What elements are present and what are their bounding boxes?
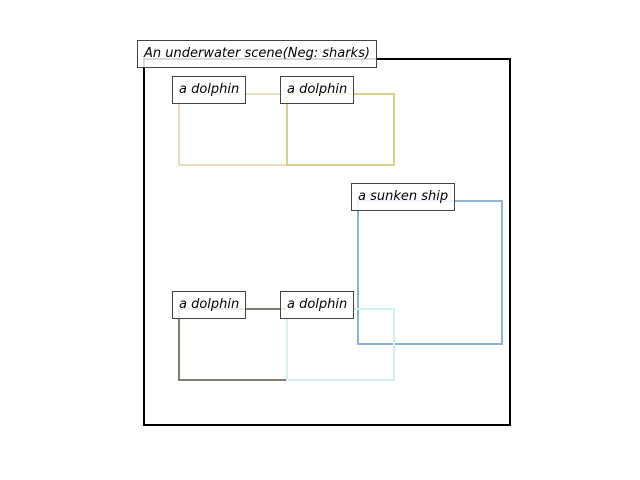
object-label-dolphin-1: a dolphin [172, 76, 247, 104]
object-box-sunken-ship [357, 200, 503, 345]
scene-caption: An underwater scene(Neg: sharks) [137, 40, 377, 68]
object-label-dolphin-4: a dolphin [280, 291, 355, 319]
object-box-dolphin-1 [178, 93, 288, 166]
scene-frame [143, 58, 511, 426]
object-label-sunken-ship: a sunken ship [351, 183, 456, 211]
object-label-dolphin-3: a dolphin [172, 291, 247, 319]
object-box-dolphin-2 [286, 93, 395, 166]
object-box-dolphin-3 [178, 308, 288, 381]
object-label-dolphin-2: a dolphin [280, 76, 355, 104]
